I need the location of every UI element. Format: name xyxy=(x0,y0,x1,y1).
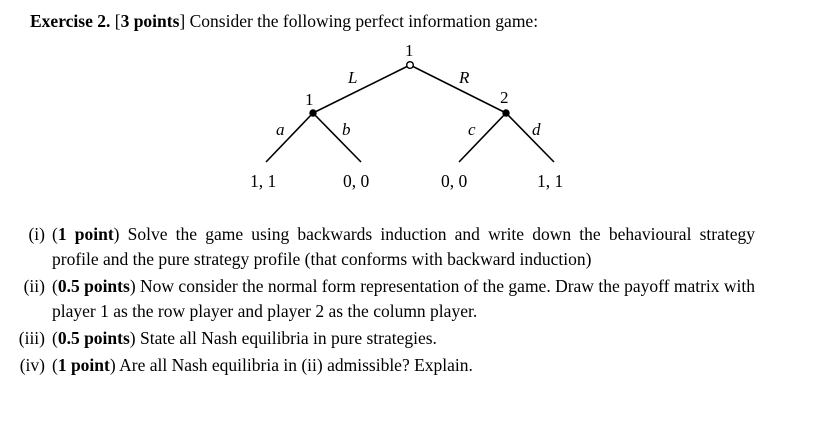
list-item-points: 0.5 points xyxy=(57,328,130,348)
root-node-open-circle xyxy=(406,61,415,70)
payoff-leaf-a: 1, 1 xyxy=(250,171,277,191)
action-label-L: L xyxy=(348,68,358,87)
exercise-points: 3 points xyxy=(120,11,180,31)
list-item: (iv) (1 point) Are all Nash equilibria i… xyxy=(0,353,840,378)
list-item-marker: (ii) xyxy=(23,276,45,296)
edge-c xyxy=(458,112,507,163)
action-label-R: R xyxy=(459,68,470,87)
right-decision-node xyxy=(502,109,510,117)
list-item: (i) (1 point) Solve the game using backw… xyxy=(0,222,840,272)
edge-a xyxy=(265,112,314,163)
list-item: (iii) (0.5 points) State all Nash equili… xyxy=(0,326,840,351)
payoff-leaf-c: 0, 0 xyxy=(441,171,468,191)
game-tree-figure: 1 1 2 L R a b c d 1, 1 0, 0 0, 0 1, 1 xyxy=(0,36,840,190)
edge-root-to-left xyxy=(312,64,411,114)
points-paren-open: ( xyxy=(52,276,58,296)
list-item-points: 1 point xyxy=(57,355,110,375)
points-paren-close: ) xyxy=(113,224,120,244)
action-label-c: c xyxy=(468,120,476,139)
list-item-points: 0.5 points xyxy=(57,276,130,296)
root-node-player-label: 1 xyxy=(405,41,414,60)
points-bracket-open: [ xyxy=(114,11,121,31)
payoff-leaf-b: 0, 0 xyxy=(343,171,370,191)
list-item-marker: (iv) xyxy=(19,355,45,375)
list-item-text: Solve the game using backwards induction… xyxy=(52,224,756,269)
action-label-b: b xyxy=(342,120,351,139)
points-paren-open: ( xyxy=(52,224,58,244)
list-item-marker: (iii) xyxy=(18,328,45,348)
edge-root-to-right xyxy=(409,64,507,114)
edge-d xyxy=(505,112,555,163)
points-paren-open: ( xyxy=(52,355,58,375)
list-item-text: Are all Nash equilibria in (ii) admissib… xyxy=(115,355,473,375)
list-item-points: 1 point xyxy=(57,224,114,244)
right-node-player-label: 2 xyxy=(500,88,509,107)
list-item-text: Now consider the normal form representat… xyxy=(52,276,756,321)
points-bracket-close: ] xyxy=(179,11,186,31)
left-node-player-label: 1 xyxy=(305,90,314,109)
points-paren-open: ( xyxy=(52,328,58,348)
points-paren-close: ) xyxy=(129,328,136,348)
list-item-body: (1 point) Are all Nash equilibria in (ii… xyxy=(52,353,755,378)
action-label-d: d xyxy=(532,120,541,139)
points-paren-close: ) xyxy=(109,355,116,375)
left-decision-node xyxy=(309,109,317,117)
question-list: (i) (1 point) Solve the game using backw… xyxy=(0,222,840,380)
list-item-text: State all Nash equilibria in pure strate… xyxy=(135,328,437,348)
list-item-body: (0.5 points) State all Nash equilibria i… xyxy=(52,326,755,351)
exercise-number: Exercise 2. xyxy=(30,11,111,31)
game-tree-edges xyxy=(265,61,555,163)
points-paren-close: ) xyxy=(129,276,136,296)
list-item: (ii) (0.5 points) Now consider the norma… xyxy=(0,274,840,324)
edge-b xyxy=(312,112,362,163)
page-title: Exercise 2. [3 points] Consider the foll… xyxy=(30,10,538,32)
list-item-body: (0.5 points) Now consider the normal for… xyxy=(52,274,755,324)
action-label-a: a xyxy=(276,120,285,139)
payoff-leaf-d: 1, 1 xyxy=(537,171,564,191)
exercise-prompt: Consider the following perfect informati… xyxy=(189,11,539,31)
list-item-body: (1 point) Solve the game using backwards… xyxy=(52,222,755,272)
list-item-marker: (i) xyxy=(28,224,45,244)
